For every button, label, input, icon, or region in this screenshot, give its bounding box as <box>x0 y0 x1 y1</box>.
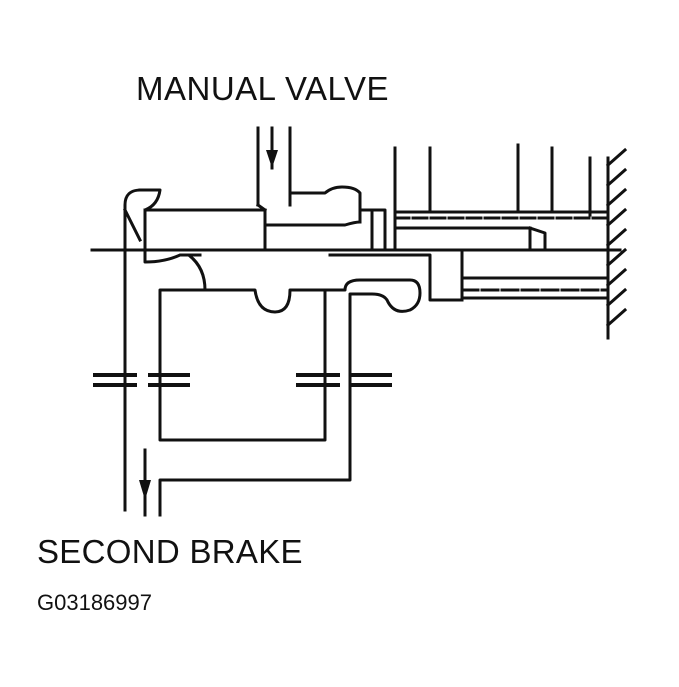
figure-id: G03186997 <box>37 590 152 615</box>
down-arrow-icon <box>139 480 151 500</box>
end-wall <box>605 147 628 340</box>
valve-body <box>122 143 592 252</box>
manual-valve-inlet <box>256 126 292 207</box>
upper-spring-chamber <box>393 210 607 252</box>
manual-valve-label: MANUAL VALVE <box>136 70 389 107</box>
second-brake-outlet <box>139 448 151 517</box>
down-arrow-icon <box>266 150 278 168</box>
second-brake-label: SECOND BRAKE <box>37 533 303 570</box>
lower-passages <box>123 248 607 517</box>
orifice-symbols <box>93 373 392 387</box>
